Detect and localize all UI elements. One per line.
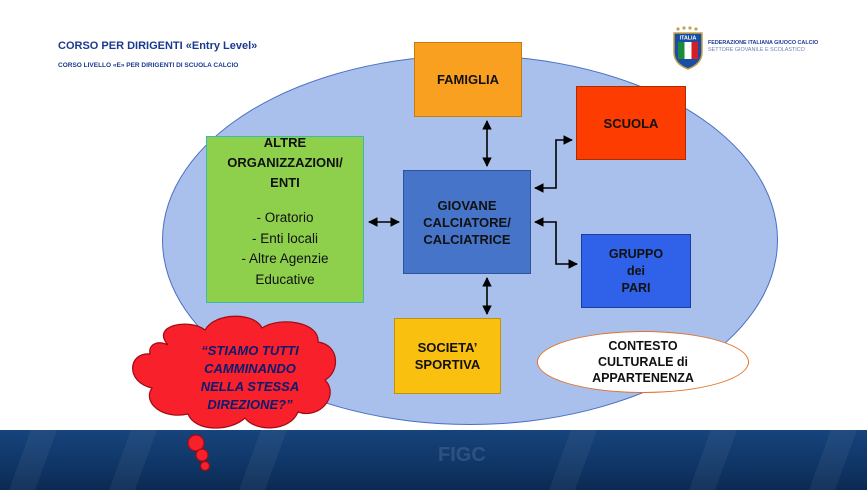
federation-line1: FEDERAZIONE ITALIANA GIUOCO CALCIO	[708, 40, 819, 46]
altre-item: - Oratorio	[256, 210, 314, 225]
course-subtitle: CORSO LIVELLO «E» PER DIRIGENTI DI SCUOL…	[58, 62, 239, 69]
altre-item: Educative	[255, 271, 315, 287]
altre-items: - Oratorio - Enti locali - Altre Agenzie…	[241, 208, 328, 290]
gruppo-line1: GRUPPO	[608, 246, 664, 261]
badge-text: ITALIA	[680, 36, 697, 42]
altre-title-line3: ENTI	[270, 175, 300, 190]
societa-box: SOCIETA’ SPORTIVA	[394, 318, 501, 394]
arrow-gruppo-giovane	[534, 217, 578, 269]
gruppo-line3: PARI	[621, 280, 651, 295]
federation-line2: SETTORE GIOVANILE E SCOLASTICO	[708, 47, 805, 53]
giovane-box: GIOVANE CALCIATORE/ CALCIATRICE	[403, 170, 531, 274]
cloud-line2: CAMMINANDO	[204, 361, 296, 376]
altre-title-line1: ALTRE	[263, 135, 307, 150]
altre-organizzazioni-box: ALTRE ORGANIZZAZIONI/ ENTI - Oratorio - …	[206, 133, 364, 303]
footer-watermark: FIGC	[438, 444, 486, 466]
giovane-line3: CALCIATRICE	[423, 231, 511, 247]
scuola-box: SCUOLA	[576, 86, 686, 160]
contesto-line1: CONTESTO	[608, 339, 678, 353]
giovane-line1: GIOVANE	[437, 197, 497, 213]
federation-name: FEDERAZIONE ITALIANA GIUOCO CALCIO SETTO…	[708, 40, 818, 54]
societa-line1: SOCIETA’	[417, 340, 478, 355]
cloud-line3: NELLA STESSA	[200, 379, 300, 394]
arrow-scuola-giovane	[534, 135, 573, 193]
cloud-text: “STIAMO TUTTI CAMMINANDO NELLA STESSA DI…	[150, 342, 350, 414]
giovane-line2: CALCIATORE/	[423, 214, 511, 230]
footer-band: FIGC	[0, 430, 867, 490]
altre-item: - Enti locali	[251, 230, 319, 246]
contesto-line3: APPARTENENZA	[592, 371, 694, 385]
gruppo-line2: dei	[626, 263, 646, 278]
contesto-culturale-oval: CONTESTO CULTURALE di APPARTENENZA	[537, 331, 749, 393]
altre-title: ALTRE ORGANIZZAZIONI/ ENTI	[227, 133, 343, 193]
altre-title-line2: ORGANIZZAZIONI/	[227, 155, 343, 170]
societa-line2: SPORTIVA	[414, 357, 481, 372]
altre-item: - Altre Agenzie	[241, 251, 329, 266]
cloud-line4: DIREZIONE?”	[207, 397, 293, 412]
famiglia-box: FAMIGLIA	[414, 42, 522, 117]
gruppo-box: GRUPPO dei PARI	[581, 234, 691, 308]
figc-shield-logo: ITALIA	[673, 26, 703, 70]
contesto-line2: CULTURALE di	[597, 355, 689, 369]
course-title: CORSO PER DIRIGENTI «Entry Level»	[58, 40, 258, 52]
cloud-line1: “STIAMO TUTTI	[201, 343, 299, 358]
